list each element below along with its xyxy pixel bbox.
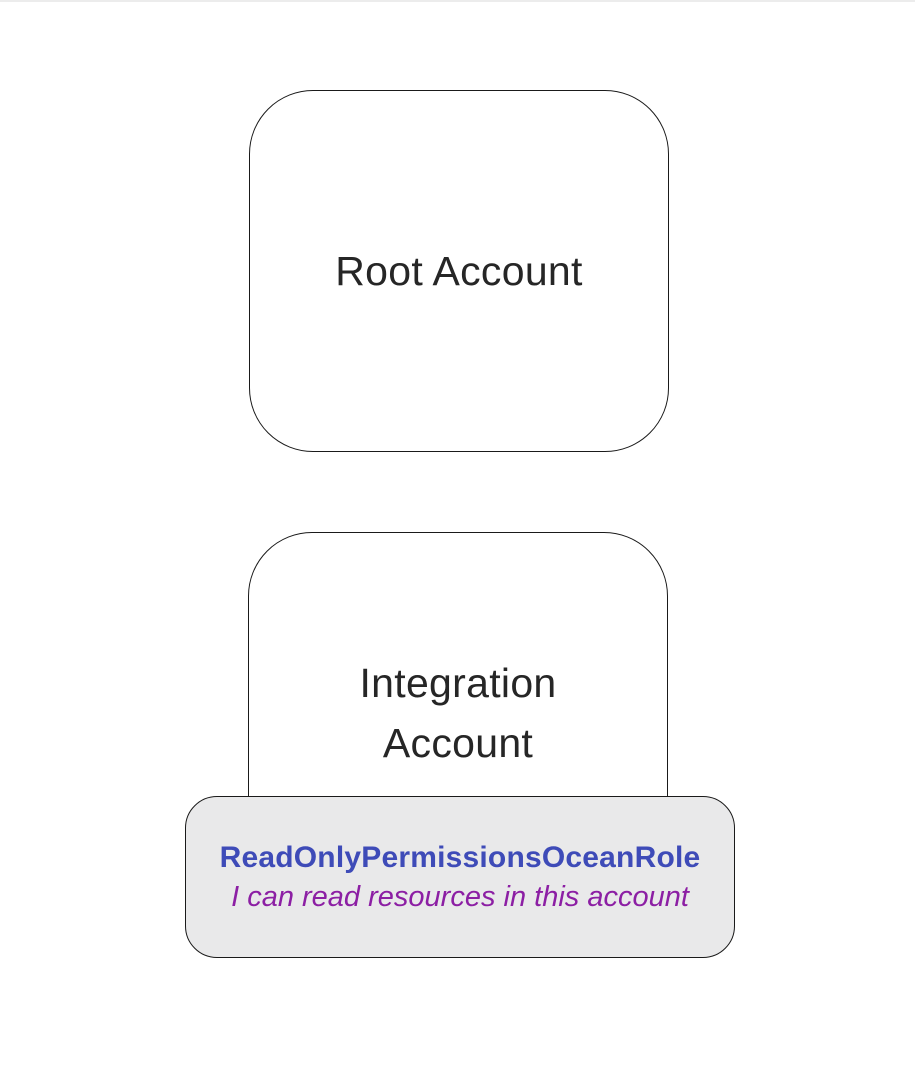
role-description-label: I can read resources in this account xyxy=(231,880,689,913)
root-account-node: Root Account xyxy=(249,90,669,452)
root-account-label: Root Account xyxy=(335,248,583,294)
role-name-label: ReadOnlyPermissionsOceanRole xyxy=(219,840,701,874)
role-note: ReadOnlyPermissionsOceanRole I can read … xyxy=(185,796,735,958)
integration-account-label: Integration Account xyxy=(359,660,557,766)
top-edge-divider xyxy=(0,0,915,2)
